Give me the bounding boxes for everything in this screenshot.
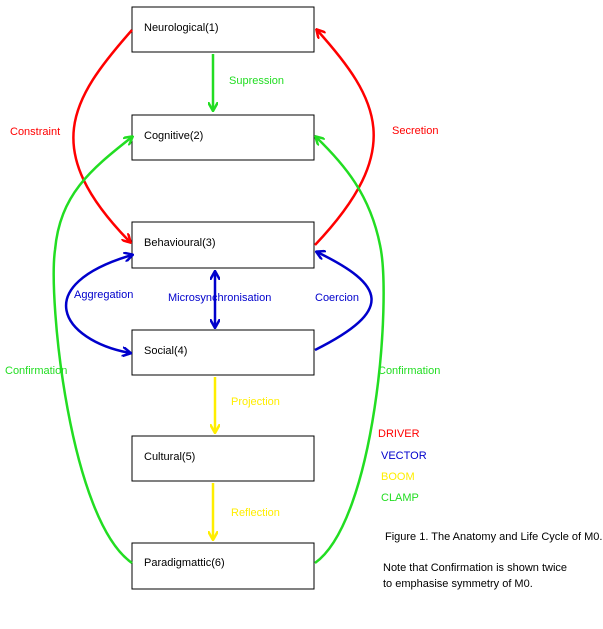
edge-coercion-label: Coercion [315, 292, 359, 304]
legend-boom: BOOM [381, 471, 415, 483]
edge-reflection-label: Reflection [231, 507, 280, 519]
edge-confirmation-right [315, 137, 385, 565]
edge-constraint-label: Constraint [10, 126, 60, 138]
edge-confirmation-right-label: Confirmation [378, 365, 440, 377]
edge-confirmation-left [52, 137, 132, 565]
node-behavioural-label: Behavioural(3) [144, 237, 216, 249]
edge-confirmation-left-label: Confirmation [5, 365, 67, 377]
legend-clamp: CLAMP [381, 492, 419, 504]
edge-microsynchronisation-label: Microsynchronisation [168, 292, 271, 304]
node-neurological: Neurological(1) [131, 6, 315, 53]
edge-coercion [315, 252, 373, 352]
legend-driver: DRIVER [378, 428, 420, 440]
edge-secretion-label: Secretion [392, 125, 438, 137]
legend: DRIVER VECTOR BOOM CLAMP [378, 428, 427, 504]
node-neurological-label: Neurological(1) [144, 22, 219, 34]
node-behavioural: Behavioural(3) [131, 221, 315, 269]
edge-secretion [314, 30, 375, 246]
edge-supression-label: Supression [229, 75, 284, 87]
caption-note-line-2: to emphasise symmetry of M0. [383, 578, 533, 590]
node-social: Social(4) [131, 329, 315, 376]
node-cognitive-label: Cognitive(2) [144, 130, 203, 142]
node-cultural-label: Cultural(5) [144, 451, 195, 463]
node-paradigmatic: Paradigmattic(6) [131, 542, 315, 590]
edge-aggregation [64, 255, 132, 353]
node-social-label: Social(4) [144, 345, 187, 357]
edge-projection-label: Projection [231, 396, 280, 408]
node-cognitive: Cognitive(2) [131, 114, 315, 161]
legend-vector: VECTOR [381, 450, 427, 462]
edge-constraint [72, 29, 133, 242]
caption: Figure 1. The Anatomy and Life Cycle of … [383, 531, 602, 590]
node-cultural: Cultural(5) [131, 435, 315, 482]
caption-note-line-1: Note that Confirmation is shown twice [383, 562, 567, 574]
edge-aggregation-label: Aggregation [74, 289, 133, 301]
node-paradigmatic-label: Paradigmattic(6) [144, 557, 225, 569]
caption-title: Figure 1. The Anatomy and Life Cycle of … [385, 531, 602, 543]
